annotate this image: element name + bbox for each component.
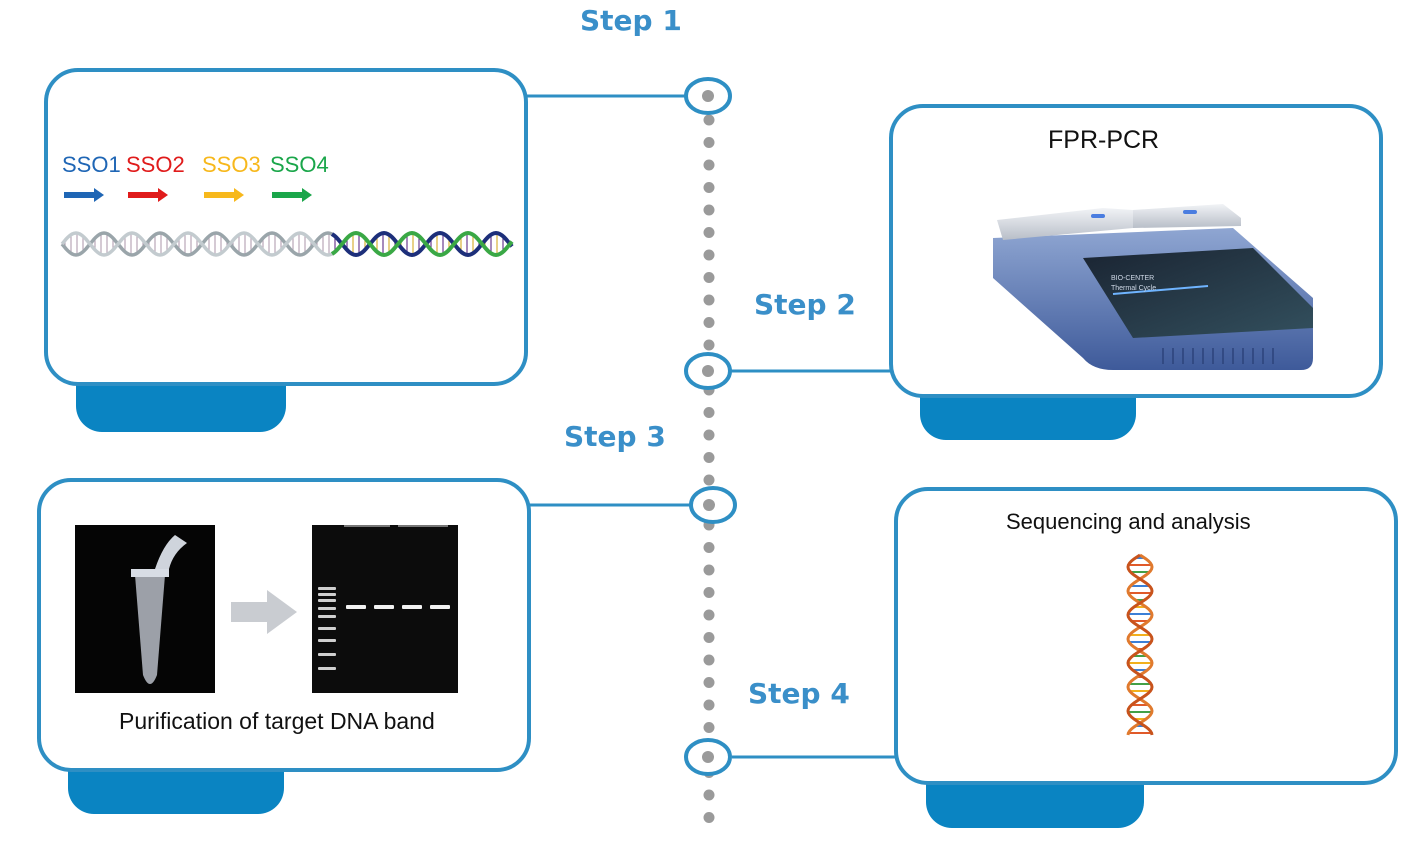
- sso3-label: SSO3: [202, 152, 261, 177]
- card-step-2: FPR-PCR BIO-CENTER Thermal Cycle: [889, 104, 1383, 398]
- sso2-arrow-icon: [128, 188, 168, 202]
- microtube-photo-icon: [75, 525, 215, 693]
- sequencing-caption: Sequencing and analysis: [1006, 509, 1251, 534]
- sso3-arrow-icon: [204, 188, 244, 202]
- card-step-4: Sequencing and analysis: [894, 487, 1398, 785]
- sso1-arrow-icon: [64, 188, 104, 202]
- step-2-label: Step 2: [754, 288, 856, 321]
- card-step-1: SSO1 SSO2 SSO3 SSO4: [44, 68, 528, 386]
- purification-caption: Purification of target DNA band: [119, 708, 435, 734]
- sso2-label: SSO2: [126, 152, 185, 177]
- pcr-title: FPR-PCR: [1048, 126, 1160, 154]
- screen-text: Thermal Cycle: [1111, 285, 1156, 292]
- process-arrow-icon: [231, 590, 297, 634]
- step-1-label: Step 1: [580, 4, 682, 37]
- sso-primer-row: SSO1 SSO2 SSO3 SSO4: [62, 152, 362, 202]
- thermal-cycler-icon: BIO-CENTER Thermal Cycle: [993, 204, 1313, 370]
- step-3-label: Step 3: [564, 420, 666, 453]
- sso1-label: SSO1: [62, 152, 121, 177]
- card-step-3: Purification of target DNA band: [37, 478, 531, 772]
- step-4-label: Step 4: [748, 677, 850, 710]
- dna-helix-vertical-icon: [1126, 553, 1154, 736]
- sso4-arrow-icon: [272, 188, 312, 202]
- dna-double-helix-icon: [60, 230, 514, 258]
- screen-brand-text: BIO-CENTER: [1111, 275, 1154, 282]
- sso4-label: SSO4: [270, 152, 329, 177]
- gel-electrophoresis-icon: [312, 525, 458, 693]
